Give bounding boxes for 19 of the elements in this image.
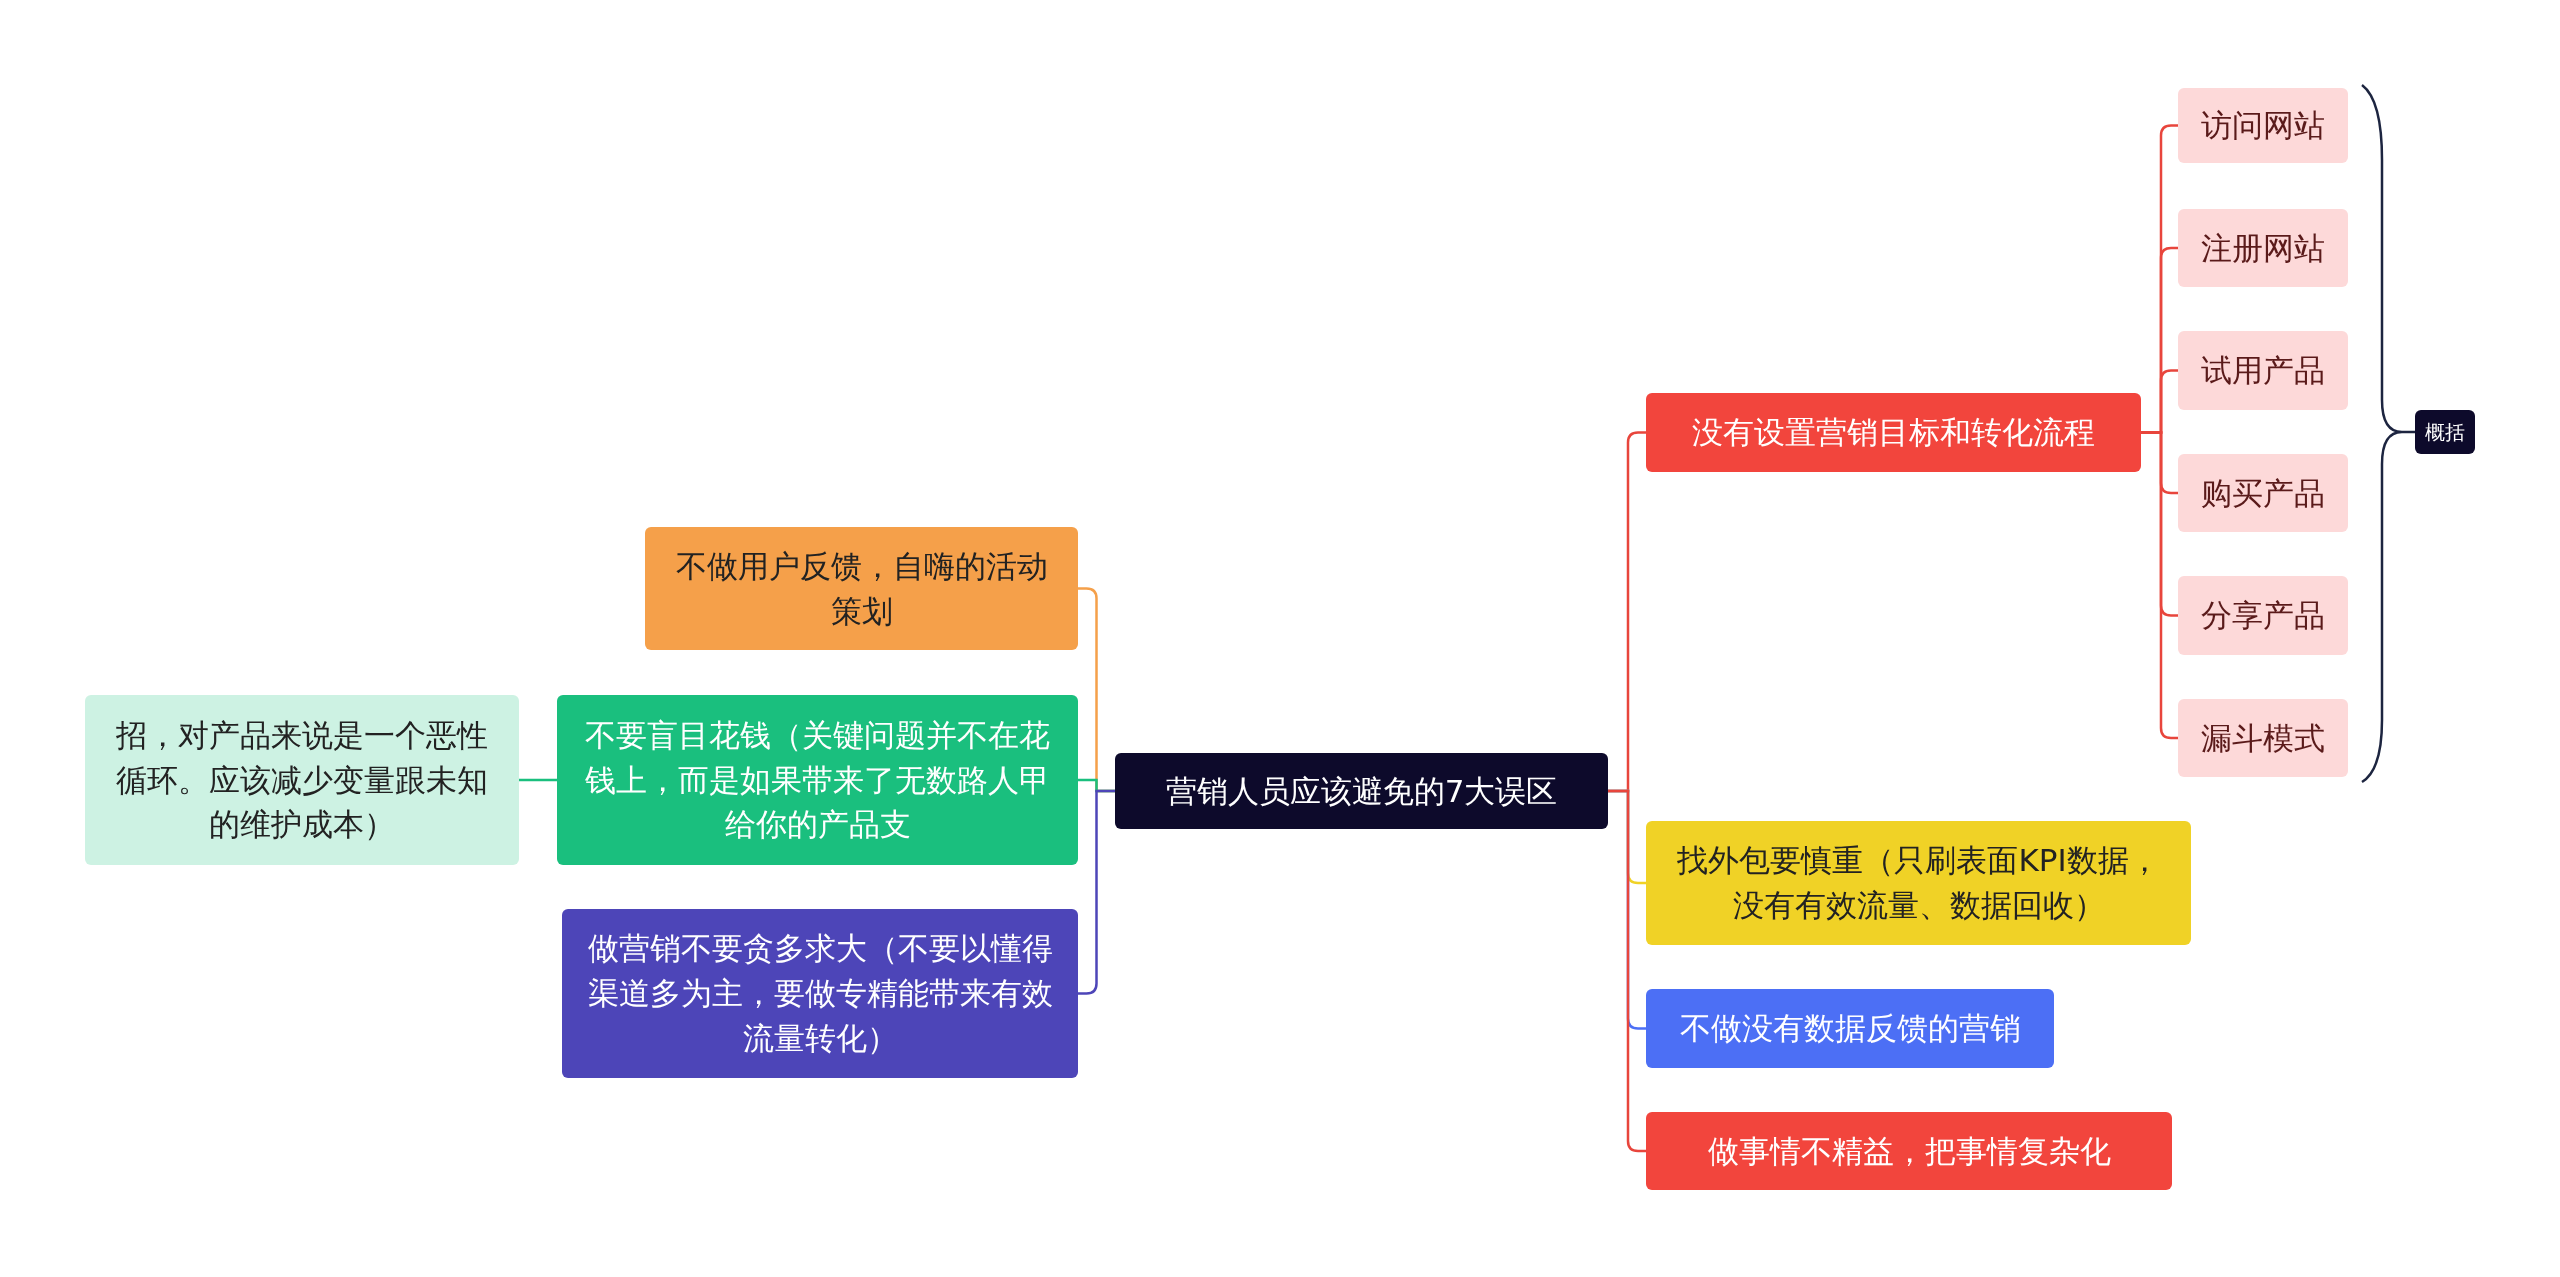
summary-box: 概括 [2415, 410, 2475, 454]
branch-box: 不要盲目花钱（关键问题并不在花钱上，而是如果带来了无数路人甲给你的产品支 [557, 695, 1078, 865]
leaf-box: 分享产品 [2178, 576, 2348, 655]
leaf-box: 访问网站 [2178, 88, 2348, 163]
connector-line [1078, 789, 1115, 995]
leaf-box: 试用产品 [2178, 331, 2348, 410]
branch-box: 做营销不要贪多求大（不要以懂得渠道多为主，要做专精能带来有效流量转化） [562, 909, 1078, 1078]
branch-box: 不做没有数据反馈的营销 [1646, 989, 2054, 1068]
branch-box: 没有设置营销目标和转化流程 [1646, 393, 2141, 472]
branch-box: 不做用户反馈，自嗨的活动策划 [645, 527, 1078, 650]
sub-box: 招，对产品来说是一个恶性循环。应该减少变量跟未知的维护成本） [85, 695, 519, 865]
leaf-box: 购买产品 [2178, 454, 2348, 532]
connector-line [1608, 789, 1646, 1153]
topic-box: 营销人员应该避免的7大误区 [1115, 753, 1608, 829]
branch-box: 找外包要慎重（只刷表面KPI数据，没有有效流量、数据回收） [1646, 821, 2191, 945]
branch-box: 做事情不精益，把事情复杂化 [1646, 1112, 2172, 1190]
connector-line [519, 778, 557, 782]
leaf-box: 漏斗模式 [2178, 699, 2348, 777]
leaf-box: 注册网站 [2178, 209, 2348, 287]
